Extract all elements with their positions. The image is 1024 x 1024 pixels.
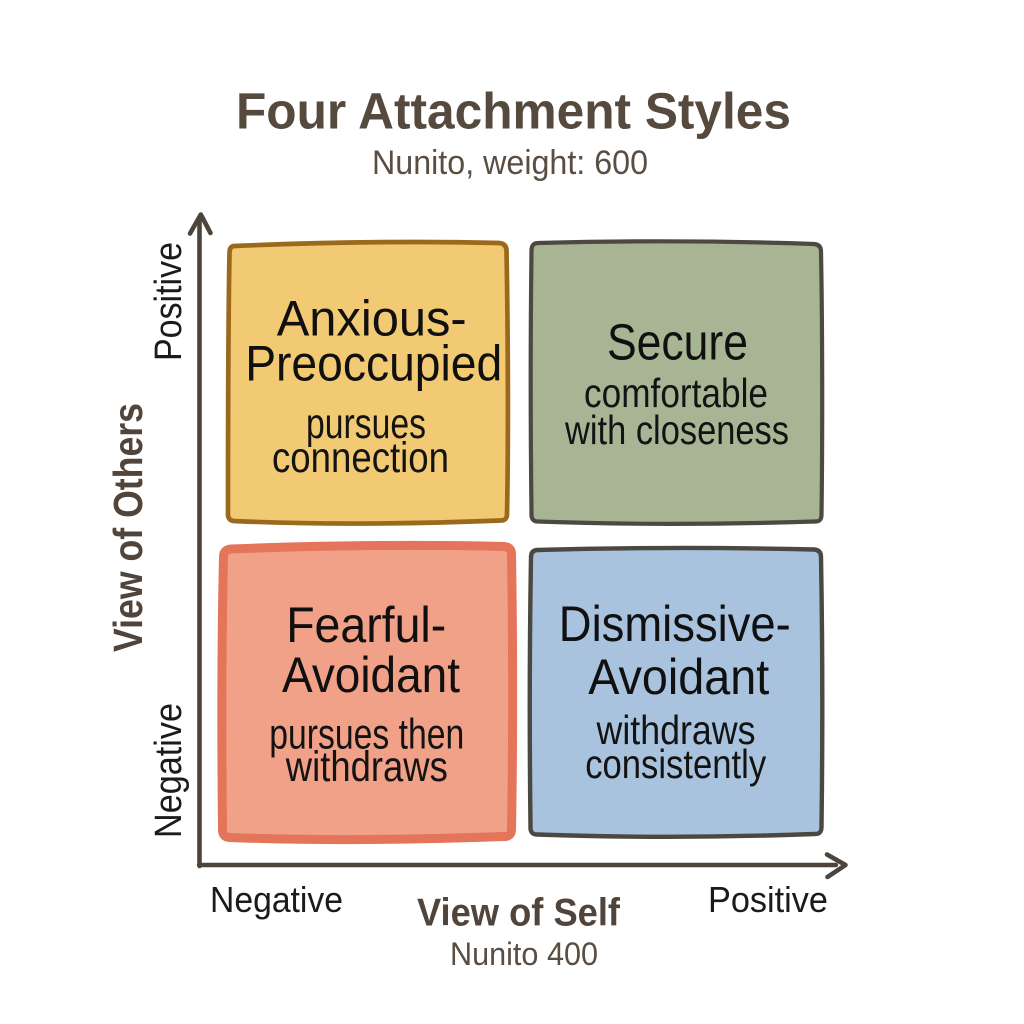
- svg-text:Secure: Secure: [607, 314, 748, 371]
- svg-text:withdraws: withdraws: [285, 743, 448, 791]
- svg-text:Anxious-: Anxious-: [277, 290, 467, 346]
- svg-text:Avoidant: Avoidant: [588, 649, 769, 705]
- svg-text:with closeness: with closeness: [564, 407, 789, 453]
- svg-text:Nunito, weight: 600: Nunito, weight: 600: [372, 144, 648, 182]
- svg-text:Dismissive-: Dismissive-: [559, 596, 791, 652]
- svg-text:Four Attachment Styles: Four Attachment Styles: [236, 83, 791, 140]
- svg-text:Negative: Negative: [210, 879, 343, 920]
- svg-text:pursues then: pursues then: [269, 710, 464, 758]
- svg-text:Positive: Positive: [708, 879, 828, 920]
- svg-text:pursues: pursues: [306, 400, 426, 448]
- svg-text:connection: connection: [272, 434, 449, 482]
- svg-text:comfortable: comfortable: [584, 370, 768, 416]
- svg-text:Nunito 400: Nunito 400: [450, 936, 598, 972]
- svg-text:Avoidant: Avoidant: [282, 647, 460, 703]
- svg-text:View of Others: View of Others: [105, 403, 151, 652]
- svg-text:Positive: Positive: [148, 242, 190, 361]
- svg-text:Fearful-: Fearful-: [286, 597, 446, 653]
- svg-text:consistently: consistently: [585, 741, 766, 787]
- svg-text:View of Self: View of Self: [417, 892, 621, 935]
- svg-text:Preoccupied: Preoccupied: [245, 336, 502, 392]
- svg-text:withdraws: withdraws: [596, 707, 756, 753]
- svg-text:Negative: Negative: [148, 703, 190, 838]
